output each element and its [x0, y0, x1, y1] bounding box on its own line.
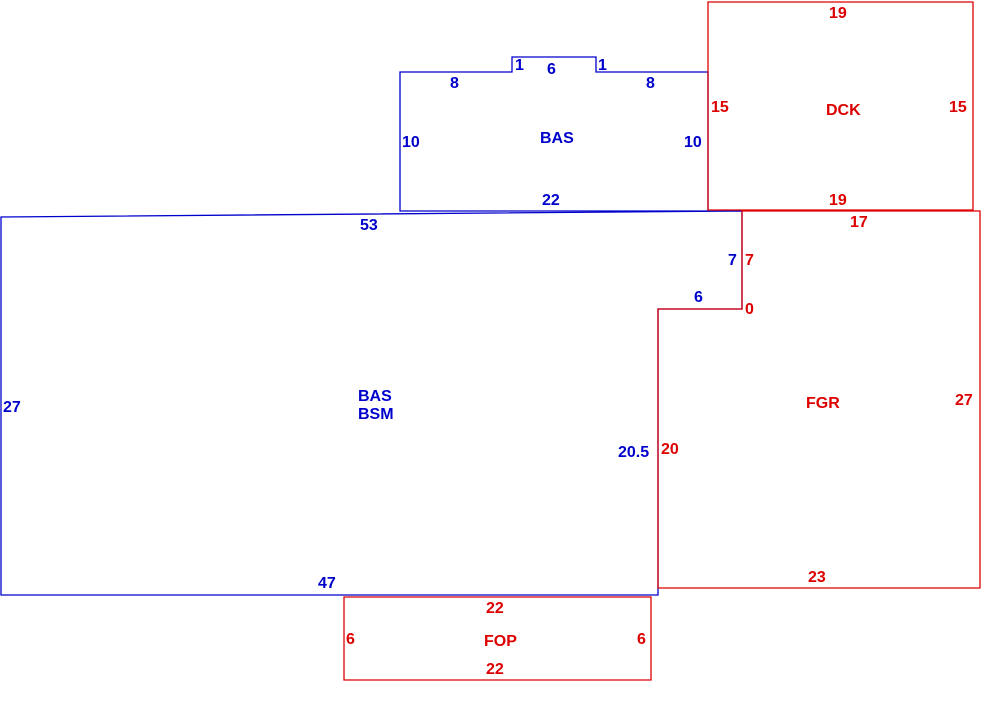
- dim-bas-upper-step-right: 1: [598, 57, 607, 74]
- dim-dck-top: 19: [829, 5, 847, 22]
- area-fop: FOP 22 6 6 22: [343, 596, 652, 681]
- dim-bas-upper-right-top: 8: [646, 75, 655, 92]
- dim-fgr-zero: 0: [745, 301, 754, 318]
- dim-dck-left: 15: [711, 99, 729, 116]
- area-label-bas-main-line1: BAS: [358, 388, 392, 405]
- dim-bas-upper-left: 10: [402, 134, 420, 151]
- outline-dck: [707, 1, 974, 211]
- dim-fop-top: 22: [486, 600, 504, 617]
- dim-fgr-left-upper: 7: [745, 252, 754, 269]
- outline-bas-upper: [399, 56, 709, 212]
- area-fgr: FGR 17 7 0 20 27 23: [657, 210, 981, 589]
- dim-bas-main-left: 27: [3, 399, 21, 416]
- dim-bas-upper-left-top: 8: [450, 75, 459, 92]
- dim-bas-main-notch: 6: [694, 289, 703, 306]
- dim-bas-main-right-upper: 7: [728, 252, 737, 269]
- area-dck: DCK 19 15 15 19: [707, 1, 974, 211]
- area-label-fgr: FGR: [806, 395, 840, 412]
- area-bas-main: BAS BSM 53 27 47 7 6 20.5: [0, 210, 743, 596]
- area-label-bas-upper: BAS: [540, 130, 574, 147]
- dim-bas-main-right-lower: 20.5: [618, 444, 649, 461]
- dim-fop-right: 6: [637, 631, 646, 648]
- dim-dck-right: 15: [949, 99, 967, 116]
- area-label-fop: FOP: [484, 633, 517, 650]
- dim-bas-upper-step-left: 1: [515, 57, 524, 74]
- dim-fgr-top: 17: [850, 214, 868, 231]
- outline-fgr: [657, 210, 981, 589]
- dim-bas-main-top: 53: [360, 217, 378, 234]
- dim-fgr-left-lower: 20: [661, 441, 679, 458]
- dim-dck-bottom: 19: [829, 192, 847, 209]
- dim-bas-upper-notch-top: 6: [547, 61, 556, 78]
- dim-bas-upper-right: 10: [684, 134, 702, 151]
- area-bas-upper: BAS 8 1 6 1 8 10 10 22: [399, 56, 709, 212]
- outline-fop: [343, 596, 652, 681]
- dim-bas-main-bottom: 47: [318, 575, 336, 592]
- area-label-bas-main-line2: BSM: [358, 406, 394, 423]
- area-label-dck: DCK: [826, 102, 861, 119]
- dim-fop-left: 6: [346, 631, 355, 648]
- dim-bas-upper-bottom: 22: [542, 192, 560, 209]
- dim-fgr-bottom: 23: [808, 569, 826, 586]
- dim-fop-bottom: 22: [486, 661, 504, 678]
- dim-fgr-right: 27: [955, 392, 973, 409]
